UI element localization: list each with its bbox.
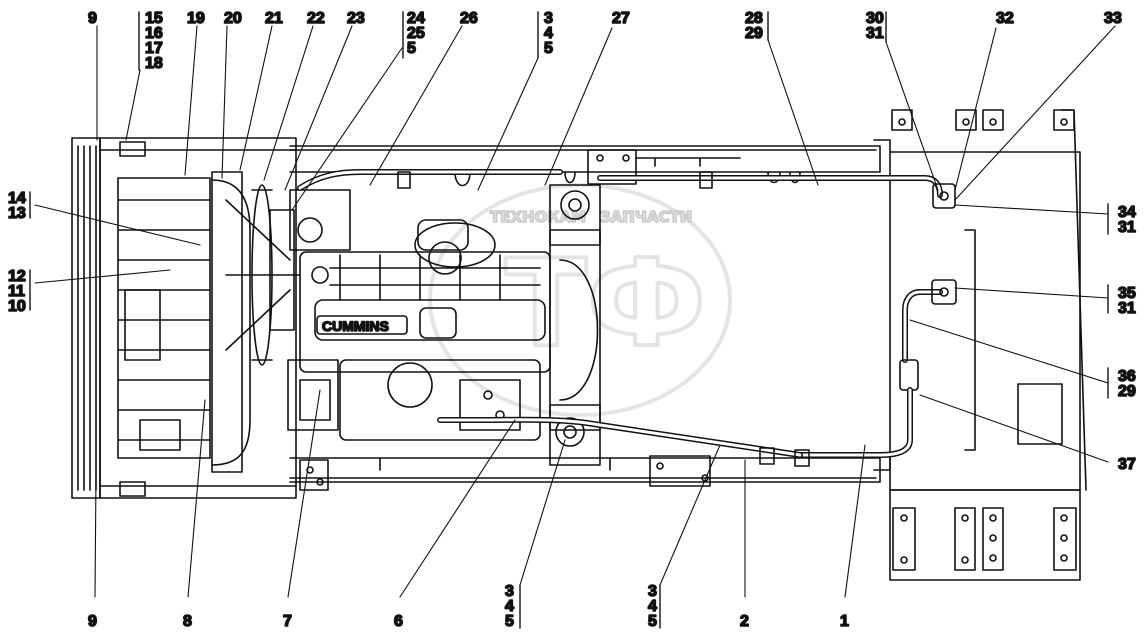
callout-13: 13: [8, 205, 26, 222]
callout-35: 35: [1118, 285, 1136, 302]
callout-1: 1: [840, 613, 849, 630]
engine-brand-label: CUMMINS: [322, 318, 389, 334]
callout-5-a: 5: [407, 40, 416, 57]
callout-3-bottom-b: 3: [648, 583, 657, 600]
callout-12: 12: [8, 268, 26, 285]
callout-26: 26: [460, 10, 478, 27]
chassis-frame: [289, 109, 1087, 581]
callout-27: 27: [612, 10, 630, 27]
watermark-logo: ТФ: [505, 235, 706, 374]
callout-29-a: 29: [745, 25, 763, 42]
callout-17: 17: [145, 40, 163, 57]
callout-31-c: 31: [1118, 300, 1136, 317]
callout-5-top: 5: [544, 40, 553, 57]
callout-8: 8: [183, 613, 192, 630]
callout-37: 37: [1118, 456, 1136, 473]
callout-16: 16: [145, 25, 163, 42]
callout-25: 25: [407, 25, 425, 42]
callout-36: 36: [1118, 368, 1136, 385]
callout-28: 28: [745, 10, 763, 27]
callout-10: 10: [8, 298, 26, 315]
callout-32: 32: [996, 10, 1014, 27]
callout-24: 24: [407, 10, 425, 27]
pipes: [297, 169, 957, 467]
callout-brackets: [29, 11, 1109, 629]
callout-9-top: 9: [88, 10, 97, 27]
callout-30: 30: [866, 10, 884, 27]
callout-20: 20: [224, 10, 242, 27]
watermark-line2: ЗАПЧАСТИ: [600, 208, 692, 226]
engine-block: CUMMINS: [287, 184, 601, 466]
callout-31-a: 31: [866, 25, 884, 42]
callout-23: 23: [347, 10, 365, 27]
callout-4-bottom-a: 4: [505, 598, 514, 615]
callout-labels: 9 15 16 17 18 19 20 21 22 23 24 25 5 26 …: [7, 9, 1136, 631]
callout-33: 33: [1104, 10, 1122, 27]
callout-11: 11: [8, 283, 25, 300]
cooling-fan: [225, 184, 301, 366]
callout-5-bottom-a: 5: [505, 613, 514, 630]
callout-18: 18: [145, 55, 163, 72]
leader-lines: [34, 25, 1116, 598]
callout-7: 7: [283, 613, 292, 630]
callout-5-bottom-b: 5: [648, 613, 657, 630]
callout-4-bottom-b: 4: [648, 598, 657, 615]
callout-15: 15: [145, 10, 163, 27]
callout-31-b: 31: [1118, 219, 1136, 236]
watermark: ТЕХНОКАМ ЗАПЧАСТИ ТФ: [428, 183, 732, 417]
callout-34: 34: [1118, 204, 1136, 221]
callout-14: 14: [8, 190, 26, 207]
callout-4-top: 4: [544, 25, 553, 42]
callout-3-top: 3: [544, 10, 553, 27]
callout-21: 21: [265, 10, 283, 27]
callout-6: 6: [394, 613, 403, 630]
callout-2: 2: [740, 613, 749, 630]
radiator-pack: [71, 137, 297, 499]
callout-9-bottom: 9: [88, 613, 97, 630]
callout-19: 19: [187, 10, 205, 27]
callout-29-b: 29: [1118, 383, 1136, 400]
callout-3-bottom-a: 3: [505, 583, 514, 600]
callout-22: 22: [307, 10, 325, 27]
